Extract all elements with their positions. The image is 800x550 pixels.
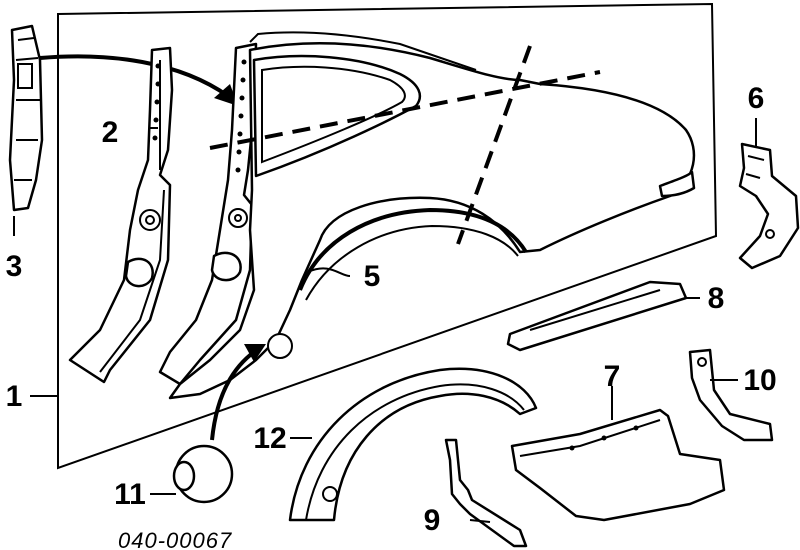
part-2-inner-pillar xyxy=(68,46,174,384)
leader-lines xyxy=(13,118,757,523)
arrow-3-to-panel xyxy=(39,54,238,106)
callout-labels: 1 2 3 5 6 7 8 9 10 11 12 xyxy=(6,82,777,537)
part-9-rod xyxy=(444,438,528,548)
cut-lines xyxy=(209,45,601,245)
callout-3: 3 xyxy=(6,250,23,283)
callout-2: 2 xyxy=(102,116,119,149)
arrow-11-to-panel xyxy=(210,344,266,441)
callout-10: 10 xyxy=(743,364,776,397)
part-8-trim-strip xyxy=(506,280,688,352)
callout-11: 11 xyxy=(114,478,146,511)
callout-1: 1 xyxy=(6,380,23,413)
callout-12: 12 xyxy=(253,422,286,455)
callout-6: 6 xyxy=(748,82,765,115)
part-6-bracket xyxy=(738,120,800,270)
part-10-bracket xyxy=(688,348,774,442)
part-3-pillar-trim xyxy=(8,24,44,212)
part-11-cap xyxy=(172,444,234,504)
callout-9: 9 xyxy=(424,504,441,537)
callout-8: 8 xyxy=(708,282,725,315)
part-7-lower-panel xyxy=(510,408,726,522)
part-code: 040-00067 xyxy=(118,528,232,550)
part-1-quarter-panel xyxy=(152,31,696,400)
callout-5: 5 xyxy=(364,260,381,293)
part-12-arch-liner xyxy=(288,367,538,522)
panel-outline xyxy=(57,2,718,470)
callout-7: 7 xyxy=(604,360,621,393)
